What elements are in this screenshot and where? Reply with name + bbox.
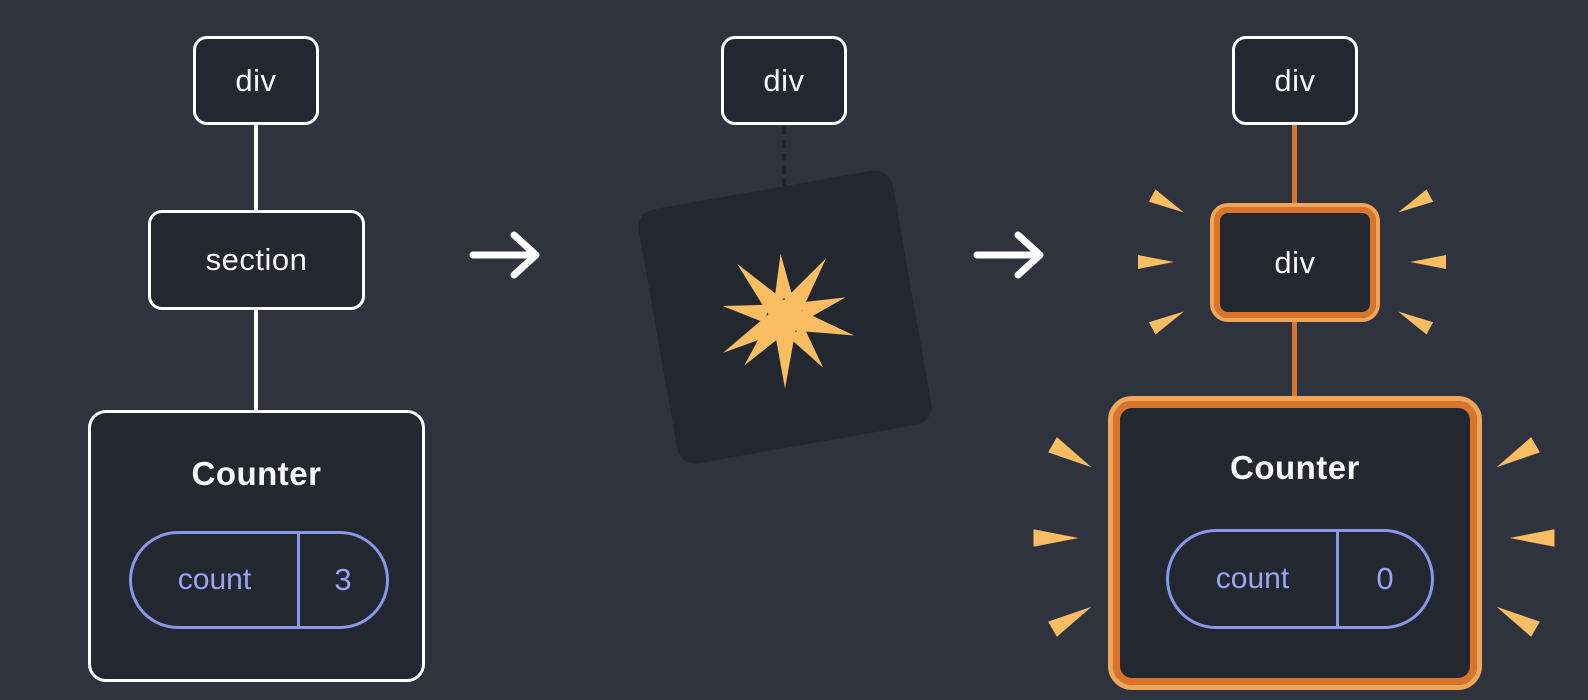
tree-node-label: div [1274, 62, 1316, 98]
state-value: 3 [334, 562, 352, 597]
burst-icon [1496, 606, 1540, 637]
component-title: Counter [1230, 449, 1360, 486]
connector-line-highlight [1292, 322, 1297, 396]
connector-line [254, 125, 258, 210]
tree-node-root-after: div [1232, 36, 1358, 125]
tree-node-label: div [763, 62, 805, 98]
poof-square [635, 167, 935, 467]
state-value: 0 [1376, 561, 1394, 596]
connector-line [254, 310, 258, 410]
burst-icon [1398, 311, 1434, 335]
burst-icon [1148, 189, 1184, 213]
burst-icon [1033, 529, 1079, 547]
state-key: count [1215, 562, 1290, 595]
connector-line-highlight [1292, 125, 1297, 203]
state-pill: count 0 [1166, 529, 1434, 629]
tree-node-child-after: div [1210, 203, 1380, 322]
state-key: count [177, 563, 252, 596]
tree-node-root-during: div [721, 36, 847, 125]
burst-icon [1138, 255, 1174, 269]
component-title: Counter [191, 455, 322, 492]
burst-icon [1496, 437, 1540, 468]
burst-icon [1509, 529, 1555, 547]
burst-icon [722, 253, 855, 389]
state-pill: count 3 [129, 531, 389, 629]
tree-node-label: section [205, 242, 308, 277]
tree-node-label: div [1274, 244, 1316, 280]
burst-icon [1398, 189, 1434, 213]
tree-node-root-before: div [193, 36, 319, 125]
tree-node-child-before: section [148, 210, 365, 310]
arrow-right-icon [469, 231, 540, 279]
component-box-before: Counter count 3 [88, 410, 425, 682]
burst-icon [1410, 255, 1446, 269]
component-box-after: Counter count 0 [1108, 396, 1482, 690]
burst-icon [1148, 311, 1184, 335]
arrow-right-icon [973, 231, 1044, 279]
pill-divider [297, 534, 300, 626]
burst-icon [1048, 606, 1092, 637]
tree-node-label: div [235, 62, 277, 98]
dashed-connector-line [782, 127, 786, 187]
burst-icon [1048, 437, 1092, 468]
pill-divider [1336, 532, 1339, 626]
